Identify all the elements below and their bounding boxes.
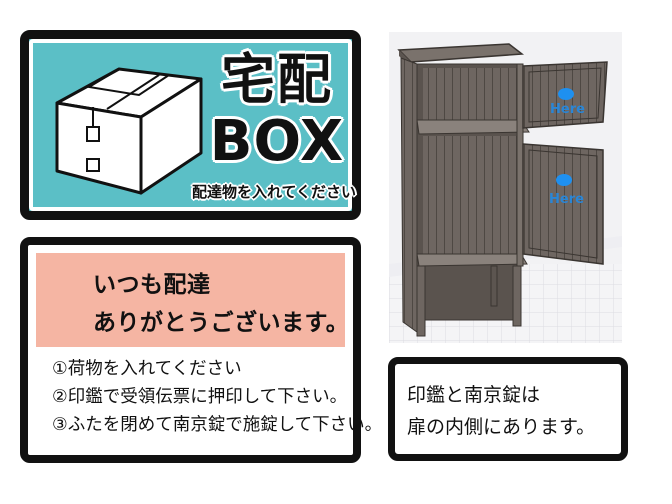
box-sign-title: 宅配 BOX [207, 48, 347, 174]
box-sign-title-line1: 宅配 [220, 48, 333, 112]
instruction-step-1: ①荷物を入れてください [52, 359, 242, 379]
here-marker-lower-icon [556, 174, 572, 186]
key-location-note-sign: 印鑑と南京錠は 扉の内側にあります。 [388, 357, 628, 461]
here-marker-upper-icon [558, 88, 574, 100]
thanks-greeting-line2: ありがとうございます。 [93, 310, 350, 336]
delivery-box-sign: 宅配 BOX 配達物を入れてください [20, 30, 361, 220]
instruction-step-2: ②印鑑で受領伝票に押印して下さい。 [52, 387, 348, 407]
thanks-header: いつも配達 ありがとうございます。 [36, 253, 349, 347]
cardboard-box-icon [55, 67, 203, 195]
note-line2: 扉の内側にあります。 [407, 416, 596, 438]
note-line1: 印鑑と南京錠は [407, 384, 541, 406]
thanks-instructions-sign: いつも配達 ありがとうございます。 ①荷物を入れてください ②印鑑で受領伝票に押… [20, 237, 382, 463]
instruction-list: ①荷物を入れてください ②印鑑で受領伝票に押印して下さい。 ③ふたを閉めて南京錠… [52, 355, 382, 439]
delivery-cabinet-render: Here Here [389, 32, 622, 343]
box-sign-title-line2: BOX [209, 109, 345, 174]
here-marker-lower-label: Here [549, 192, 584, 207]
here-marker-upper-label: Here [550, 102, 585, 117]
box-sign-subtitle: 配達物を入れてください [191, 183, 357, 201]
delivery-box-sign-inner-border [29, 39, 352, 211]
thanks-greeting-line1: いつも配達 [93, 272, 211, 298]
delivery-cabinet-illustration [389, 32, 622, 343]
instruction-step-3: ③ふたを閉めて南京錠で施錠して下さい。 [52, 415, 383, 435]
